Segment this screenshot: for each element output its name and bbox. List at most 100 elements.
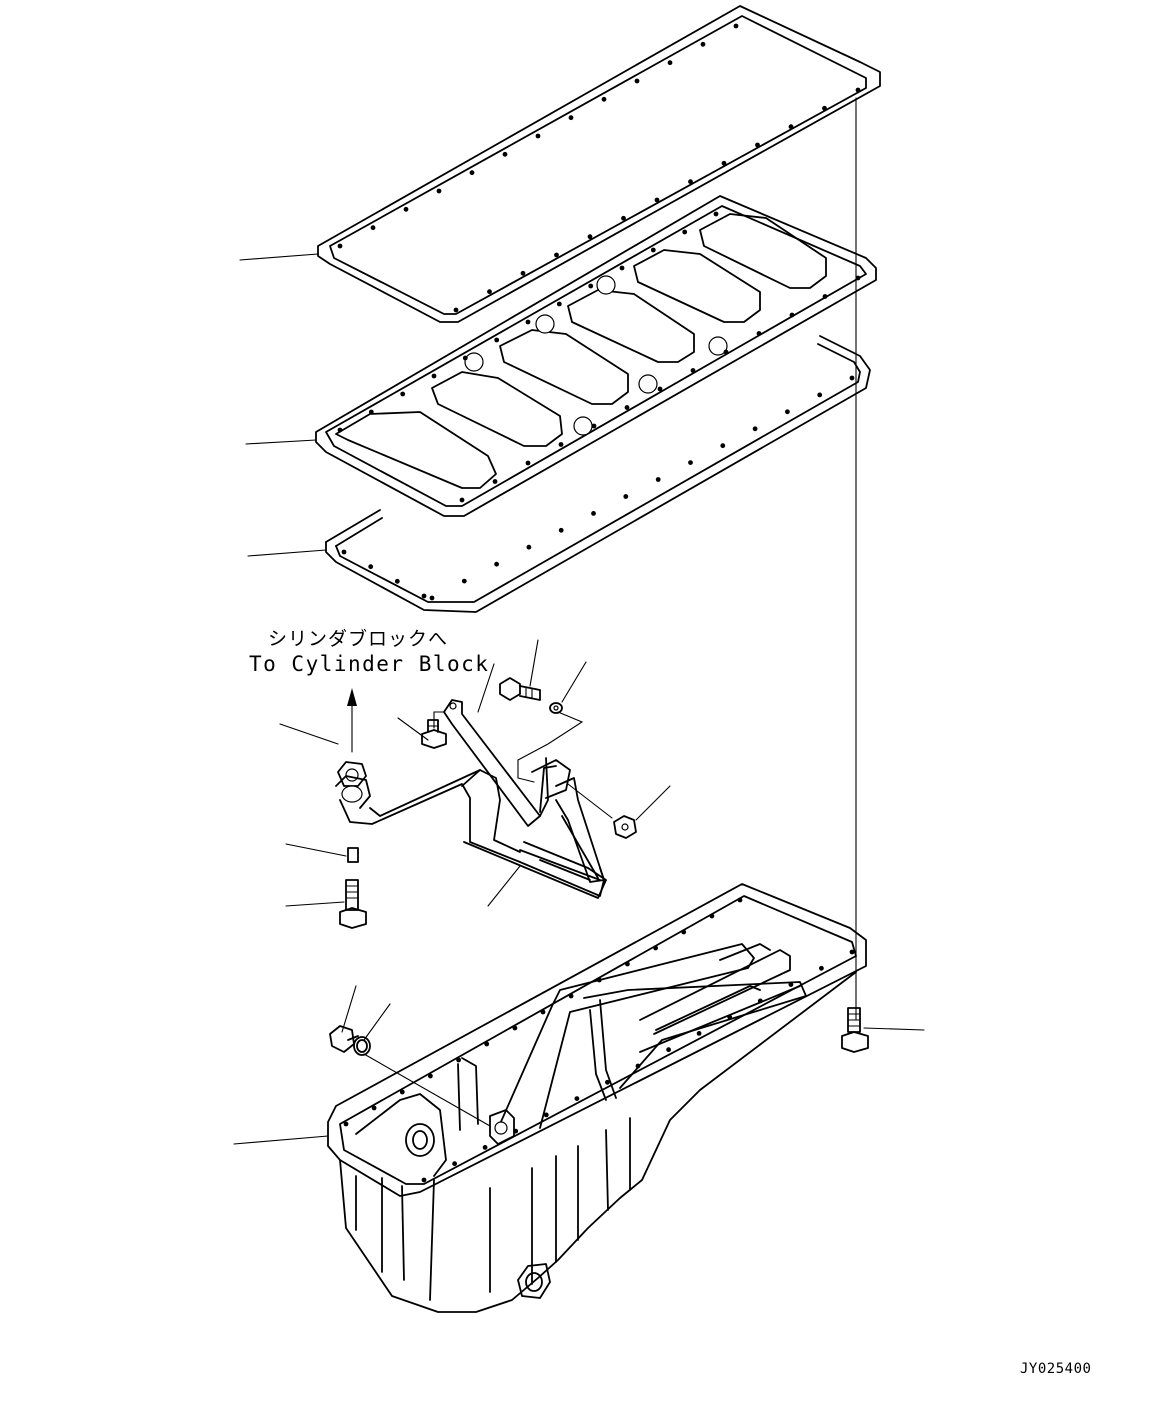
bolt-hole [487,289,492,295]
bolt-hole [653,945,658,951]
bolt-hole [370,225,376,231]
bolt-hole [752,426,758,432]
bolt-hole [556,301,562,307]
oil-pan [327,883,867,1313]
assembly-lines [363,711,613,1127]
bolt-hole [723,349,729,355]
bolt-hole [849,375,855,381]
bolt-hole [688,179,693,185]
drain-o-ring [353,1036,371,1056]
bolt-hole [394,578,400,584]
dowel-pin [347,847,359,863]
bolt-hole [459,497,465,503]
bolt-hole [667,60,673,66]
bolt-hole [596,977,602,983]
bolt-hole [535,133,541,139]
bolt-hole [494,337,500,343]
cylinder-opening-2 [431,371,563,447]
bolt-hole [822,294,828,299]
bolt-hole [568,993,574,999]
bolt-hole [635,1063,641,1069]
bolt-hole [822,105,827,111]
bolt-hole [588,283,594,289]
bolt-hole [650,247,656,253]
bolt-hole [713,211,719,217]
bolt-hole [341,549,347,555]
bolt-hole [526,544,532,550]
bolt-hole [574,1096,580,1101]
bolt-hole [520,270,526,276]
bolt-hole [492,479,498,484]
upper-gasket [317,5,881,323]
bolt-hole [788,124,794,130]
pipe-bracket [443,699,605,883]
bolt-hole [484,1041,490,1047]
bolt-hole [621,215,626,221]
bolt-vertical [421,719,447,749]
bolt-hole [634,78,640,84]
stiffener-plate [315,195,877,517]
bolt-hole [756,331,762,336]
bolt-hole [502,151,508,157]
washer-small [549,702,563,714]
bolt-hole [757,998,763,1004]
bolt-pan [339,879,367,929]
bolt-hole [720,443,726,449]
bolt-hole [591,423,597,429]
bolt-hole [453,307,459,313]
bolt-hole [494,561,499,567]
bolt-hole [525,460,531,466]
bolt-hole [337,427,343,433]
bolt-hole [727,1014,733,1020]
bolt-hole [512,1025,518,1031]
cylinder-opening-3 [499,329,629,405]
bolt-hole [682,229,688,235]
bolt-hole [540,1009,546,1015]
bolt-hole [681,929,687,935]
bolt-hole [461,578,467,584]
bolt-hole [587,234,593,240]
bolt-hole [371,1105,377,1111]
bolt-hole [855,87,861,93]
leader-lines [233,253,925,1145]
up-arrow-icon [347,688,357,753]
bolt-hole [849,949,855,955]
bolt-hole [400,391,406,397]
bolt-hole [543,1112,549,1118]
bolt-hole [456,1057,461,1063]
bolt-hole [421,593,427,599]
bolt-hole [688,460,693,465]
bolt-hole [619,265,625,271]
bolt-hole [654,197,660,203]
bolt-hole [605,1079,610,1085]
bolt-hole [558,442,564,447]
bolt-hole [623,494,629,499]
bolt-hole [788,982,794,987]
bolt-hole [789,312,795,318]
bolt-hole [591,511,596,516]
bolt-hole [513,1128,519,1134]
bolt-hole [429,595,435,601]
drawing-id: JY025400 [1020,1361,1092,1377]
bolt-hole [601,96,607,102]
bolt-hole [855,275,861,281]
bolt-hole [785,409,790,415]
bolt-hole [554,252,559,258]
bolt-hole [568,115,574,121]
cylinder-opening-1 [335,411,497,489]
bolt-hole [337,243,343,249]
bolt-hole [755,142,760,148]
bolt-hole [421,1177,427,1183]
bolt-hole [819,965,824,971]
suction-gasket [337,761,367,787]
bolt-hole [696,1031,702,1036]
bolt-hole [700,41,706,47]
lower-gasket [325,335,871,613]
bolt-hole [403,206,409,212]
bolt-hole [666,1047,671,1053]
bolt-hole [436,188,442,194]
bolt-hole [469,170,475,176]
bolt-hole [624,405,630,410]
bolt-hole [690,368,696,373]
